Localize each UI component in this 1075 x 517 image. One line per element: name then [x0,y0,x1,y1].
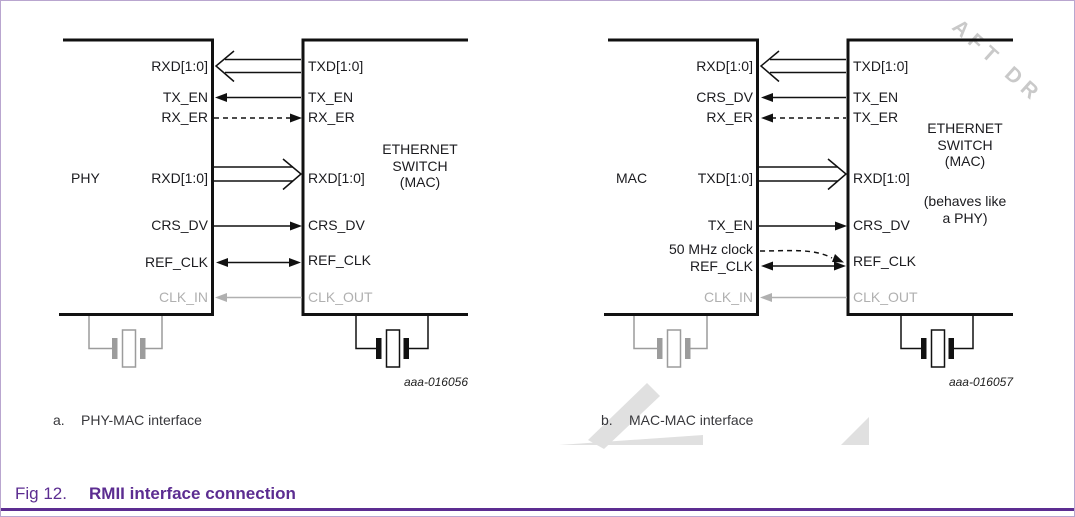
fig-caption-title: RMII interface connection [89,484,296,503]
pin-label: RXD[1:0] [308,170,365,186]
panel-a-signal-wires [214,50,303,264]
pin-label: RXD[1:0] [151,170,208,186]
pin-label: REF_CLK [689,258,753,274]
switch-title: ETHERNET SWITCH (MAC) [909,120,1021,170]
panel-b-crystal-black [900,316,974,368]
pin-label: RX_ER [706,109,753,125]
pin-label: RXD[1:0] [696,58,753,74]
pin-label: REF_CLK [308,252,372,268]
panel-caption: PHY-MAC interface [81,412,202,428]
switch-title-line: SWITCH [937,136,993,153]
pin-label: RXD[1:0] [151,58,208,74]
pin-label: CLK_IN [703,289,753,305]
block-label-phy: PHY [71,170,100,186]
figure-code: aaa-016057 [948,375,1013,389]
pin-label: TXD[1:0] [853,58,909,74]
switch-note-line: (behaves like [923,193,1007,209]
pin-label: TXD[1:0] [697,170,753,186]
pin-label: TX_EN [707,217,753,233]
panel-b-arrowheads [761,93,847,271]
switch-title-line: SWITCH [392,157,448,174]
pin-label: CRS_DV [853,217,910,233]
panel-a-clock-wire-gray [215,293,302,302]
pin-label: CRS_DV [308,217,365,233]
pin-label: CRS_DV [696,89,753,105]
panel-caption: MAC-MAC interface [629,412,754,428]
watermark-shapes [559,383,869,449]
pin-label: TX_EN [853,89,899,105]
switch-title-line: ETHERNET [382,141,458,157]
pin-label: RX_ER [308,109,355,125]
pin-label: CLK_OUT [853,289,918,305]
panel-b-mac-block [604,38,759,316]
pin-label: REF_CLK [144,254,208,270]
pin-label: 50 MHz clock [668,241,753,257]
switch-title-line: (MAC) [944,153,986,169]
panel-a-crystal-gray [88,316,163,368]
pin-label: TXD[1:0] [308,58,364,74]
panel-b-crystal-gray [633,316,708,368]
diagram-canvas [59,38,1013,449]
pin-label: REF_CLK [853,253,917,269]
switch-title-line: ETHERNET [927,120,1003,136]
caption-rule [1,508,1074,511]
panel-caption-letter: b. [601,412,613,428]
switch-title-line: (MAC) [399,174,441,190]
block-label-mac: MAC [616,170,648,186]
figure-code: aaa-016056 [403,375,468,389]
pin-label: CRS_DV [151,217,208,233]
pin-label: RXD[1:0] [853,170,910,186]
switch-note-line: a PHY) [942,210,988,226]
pin-label: TX_EN [162,89,208,105]
pin-label: TX_EN [308,89,354,105]
panel-b-signal-wires [759,50,848,267]
switch-title: ETHERNET SWITCH (MAC) [367,141,473,191]
panel-b-clock-wire-gray [760,293,847,302]
pin-label: RX_ER [161,109,208,125]
panel-a-phy-block [59,38,214,316]
pin-label: CLK_IN [158,289,208,305]
panel-a-crystal-black [355,316,429,368]
panel-caption-letter: a. [53,412,65,428]
panel-a-arrowheads [215,93,302,267]
switch-note: (behaves like a PHY) [904,193,1026,227]
fig-caption-label: Fig 12. [15,484,67,503]
panel-b-switch-block [846,38,1013,316]
pin-label: CLK_OUT [308,289,373,305]
panel-a-switch-block [301,38,468,316]
pin-label: TX_ER [853,109,899,125]
